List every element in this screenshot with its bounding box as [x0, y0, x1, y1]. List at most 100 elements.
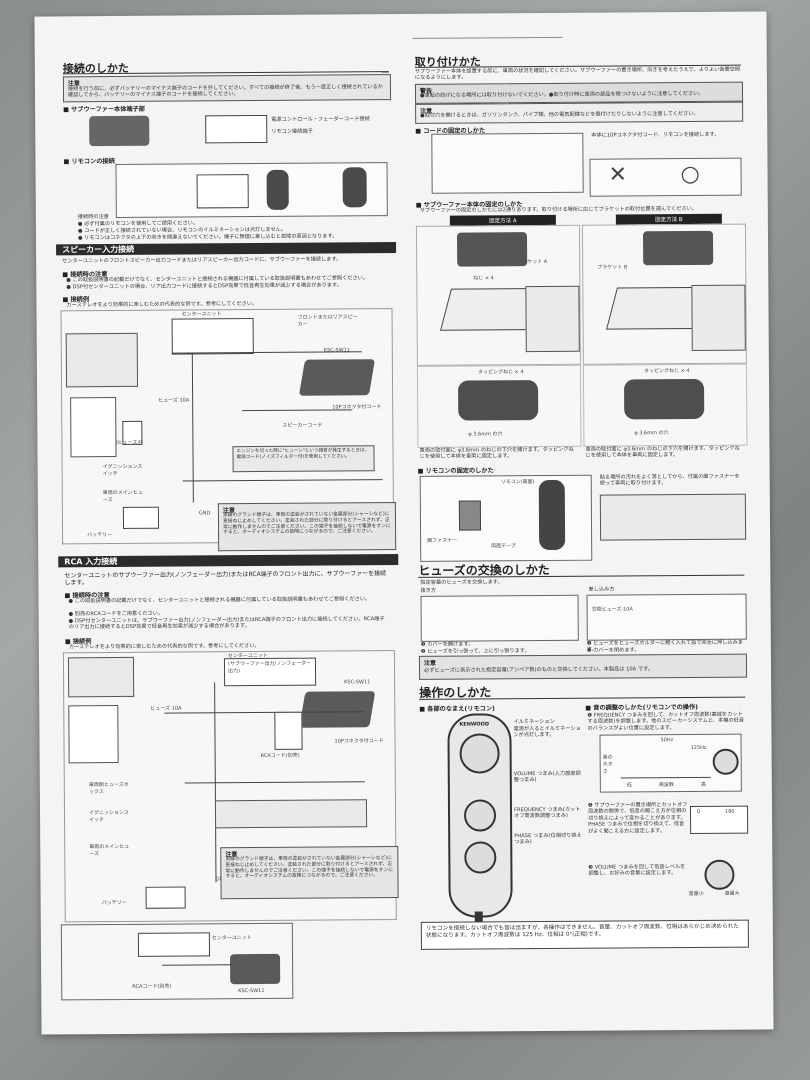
- volume-knob[interactable]: [459, 733, 500, 774]
- diag1-noise-note: エンジンを切った時に"ヒューン"という雑音が発生するときは、電源コード(ノイズフ…: [232, 445, 375, 473]
- remote-control-illustration: KENWOOD: [447, 713, 513, 942]
- warning-text: ●運転の妨げになる場所には取り付けないでください。●取り付け時に車両の部品を傷つ…: [419, 90, 704, 99]
- diag2-connector-label: 10Pコネクタ付コード: [334, 738, 384, 745]
- remote-disconnect-note: リモコンを接続しない場合でも音は出ますが、各操作はできません。音量、カットオフ周…: [420, 919, 749, 950]
- velcro-pad: [458, 500, 482, 531]
- phase-knob[interactable]: [464, 841, 497, 874]
- speaker-note-1: ● DSP付センターユニットの場合、リア出力コードに接続するとDSP効果で低音再…: [66, 282, 342, 291]
- graph-xlabel: 周波数: [658, 782, 674, 789]
- method-a-caption: 車両の取付面に φ3.6mm のねじの下穴を開けます。タッピングねじを使用して本…: [419, 446, 574, 461]
- graph-ylabel: 音の大きさ: [602, 754, 613, 775]
- terminal-label-2: リモコン接続端子: [271, 128, 313, 135]
- fuse-rated-label: 交換ヒューズ:10A: [591, 606, 633, 613]
- remote-fix-diagram: 面ファスナー リモコン(裏面) 両面テープ: [419, 474, 593, 562]
- remote-image-1: [266, 169, 289, 210]
- volume-max-label: 音量大: [724, 890, 740, 897]
- ground-note-text: 黒線のグランド端子は、車両の塗装がされていない金属部分(シャーシなど)に直接ねじ…: [222, 512, 391, 536]
- sub-mounted-b: [624, 378, 705, 420]
- graph-low: 低: [626, 782, 632, 789]
- terminal-closeup: [205, 114, 268, 144]
- diag2-fuse-label: ヒューズ 10A: [150, 705, 182, 712]
- volume-min-label: 音量小: [688, 890, 704, 898]
- cord-fix-diagram: [431, 132, 584, 194]
- illumination-desc: 電源が入るとイルミネーションが点灯します。: [513, 725, 581, 739]
- diag2-model-label: KSC-SW11: [344, 679, 371, 686]
- wire: [182, 479, 383, 482]
- fuse-intro: 指定容量のヒューズを交換します。: [420, 579, 503, 586]
- note-box-battery: 注意 接続を行う前に、必ずバッテリーのマイナス端子のコードを外してください。すべ…: [62, 74, 392, 103]
- hole-label-a: φ 3.6mm の穴: [468, 431, 503, 438]
- diag2-mainfuse-label: 車両のメインヒューズ: [89, 843, 130, 858]
- phase-180-label: 180: [725, 808, 735, 815]
- method-a-install-image: タッピングねじ × 4 φ 3.6mm の穴: [416, 364, 582, 448]
- diag1-ignition-label: イグニッションスイッチ: [102, 463, 143, 478]
- diag1-speaker-cord-label: スピーカーコード: [282, 422, 323, 429]
- bottom-rca-label: RCAコード(別売): [132, 983, 172, 990]
- warning-box: 警告 ●運転の妨げになる場所には取り付けないでください。●取り付け時に車両の部品…: [414, 81, 744, 104]
- wire: [242, 409, 353, 412]
- o-mark-icon: ○: [680, 161, 700, 188]
- remote-fix-note: [599, 493, 747, 541]
- tapping-screw-label-a: タッピングねじ × 4: [477, 369, 524, 376]
- screw-label-a: ねじ × 4: [473, 275, 494, 282]
- bracket-a-label: ブラケット A: [517, 258, 548, 266]
- remote-back-label: リモコン(裏面): [500, 479, 535, 486]
- diag1-mainfuse-label: 車両のメインヒューズ: [102, 489, 143, 504]
- note-text: 接続を行う前に、必ずバッテリーのマイナス端子のコードを外してください。すべての接…: [67, 84, 383, 99]
- brand-logo: KENWOOD: [459, 721, 490, 728]
- phase-knob-label: PHASE つまみ(位相切り換えつまみ): [514, 832, 582, 846]
- hole-label-b: φ 3.6mm の穴: [634, 430, 669, 437]
- method-b-diagram: ブラケット B: [581, 223, 747, 365]
- subheading-remote-connect: ■ リモコンの接続: [63, 158, 115, 166]
- rca-note-2: ● DSP付センターユニットは、サブウーファー出力(ノンフェーダー出力)またはR…: [68, 616, 385, 631]
- note-box-ground-2: 注意 黒線のグランド端子は、車両の塗装がされていない金属部分(シャーシなど)に直…: [220, 846, 399, 900]
- remote-image-2: [342, 167, 367, 208]
- sub-mounted-a: [458, 380, 539, 421]
- x-mark-icon: ✕: [608, 162, 628, 188]
- bottom-center-unit-label: センターユニット: [211, 935, 252, 942]
- cord-fix-text: 本体に10Pコネクタ付コード、リモコンを接続します。: [591, 131, 720, 139]
- subwoofer-unit-image: [89, 115, 150, 147]
- diag2-noise-note: [214, 799, 368, 829]
- subwoofer-image-diag3: [230, 953, 281, 985]
- fuse-pull-label: 抜き方: [420, 587, 437, 594]
- battery-symbol: [122, 506, 160, 529]
- diag2-fusebox-label: 車両側ヒューズボックス: [88, 781, 129, 796]
- diag2-center-unit-label: センターユニット: [227, 652, 268, 660]
- frequency-knob[interactable]: [463, 799, 497, 832]
- graph-high: 高: [700, 781, 706, 788]
- diag1-fuse-label: ヒューズ 10A: [158, 397, 190, 404]
- terminal-label-1: 電源コントロール・フェーダーコード接続: [271, 116, 370, 123]
- speaker-intro: センターユニットのフロントスピーカー出力コードまたはリアスピーカー出力コードに、…: [62, 256, 342, 265]
- top-rule: [412, 36, 563, 39]
- sound-step-2: ❷ サブウーファーの置き場所とカットオフ周波数の関係で、低音の聞こえ方が位相の切…: [587, 802, 688, 835]
- diag2-side-note: [67, 656, 135, 698]
- method-b-caption: 車両の取付面に φ3.6mm のねじの下穴を開けます。タッピングねじを使用して本…: [585, 445, 740, 460]
- cord-fix-diagram-2: ✕ ○: [589, 157, 742, 197]
- connector-closeup: [196, 174, 249, 209]
- phase-0-label: 0: [697, 808, 701, 815]
- method-b-install-image: タッピングねじ × 4 φ 3.6mm の穴: [582, 363, 748, 447]
- diag2-output-label: (サブウーファー出力/ノンフェーダー出力): [227, 660, 312, 675]
- left-column: 接続のしかた 注意 接続を行う前に、必ずバッテリーのマイナス端子のコードを外して…: [54, 14, 401, 1034]
- sub-image-b: [642, 230, 714, 266]
- volume-dial-icon: [704, 859, 735, 890]
- diag2-ignition-label: イグニッションスイッチ: [88, 809, 129, 824]
- section-bar-speaker-input: スピーカー入力接続: [56, 242, 397, 256]
- graph-axis: [620, 776, 711, 779]
- fuse-insert-label: 差し込み方: [588, 586, 615, 593]
- sound-step-1: ❶ FREQUENCY つまみを回して、カットオフ周波数(高域をカットする周波数…: [587, 711, 745, 732]
- subheading-sound-adjust: ■ 音の調整のしかた(リモコンでの操作): [585, 703, 698, 712]
- caution-box: 注意 ●取付穴を開けるときは、ガソリンタンク、パイプ類、他の電気配線などを傷付け…: [415, 101, 744, 124]
- remote-connection-diagram: [115, 162, 388, 219]
- instruction-sheet: 接続のしかた 注意 接続を行う前に、必ずバッテリーのマイナス端子のコードを外して…: [34, 11, 774, 1035]
- install-intro: サブウーファー本体を設置する前に、車両の状況を確認してください。サブウーファーの…: [414, 66, 741, 82]
- diag2-battery-label: バッテリー: [101, 899, 127, 907]
- note-box-ground: 注意 黒線のグランド端子は、車両の塗装がされていない金属部分(シャーシなど)に直…: [217, 502, 397, 552]
- fuse-note-box: 注意 必ずヒューズに表示された指定容量(アンペア数)のものと交換してください。本…: [418, 653, 748, 680]
- diag1-battery-label: バッテリー: [87, 532, 113, 539]
- noise-note-text: エンジンを切った時に"ヒューン"という雑音が発生するときは、電源コード(ノイズフ…: [236, 448, 370, 460]
- rca-plugs: [274, 711, 303, 750]
- graph-125hz: 125Hz: [690, 744, 707, 752]
- bottom-model-label: KSC-SW11: [238, 987, 265, 995]
